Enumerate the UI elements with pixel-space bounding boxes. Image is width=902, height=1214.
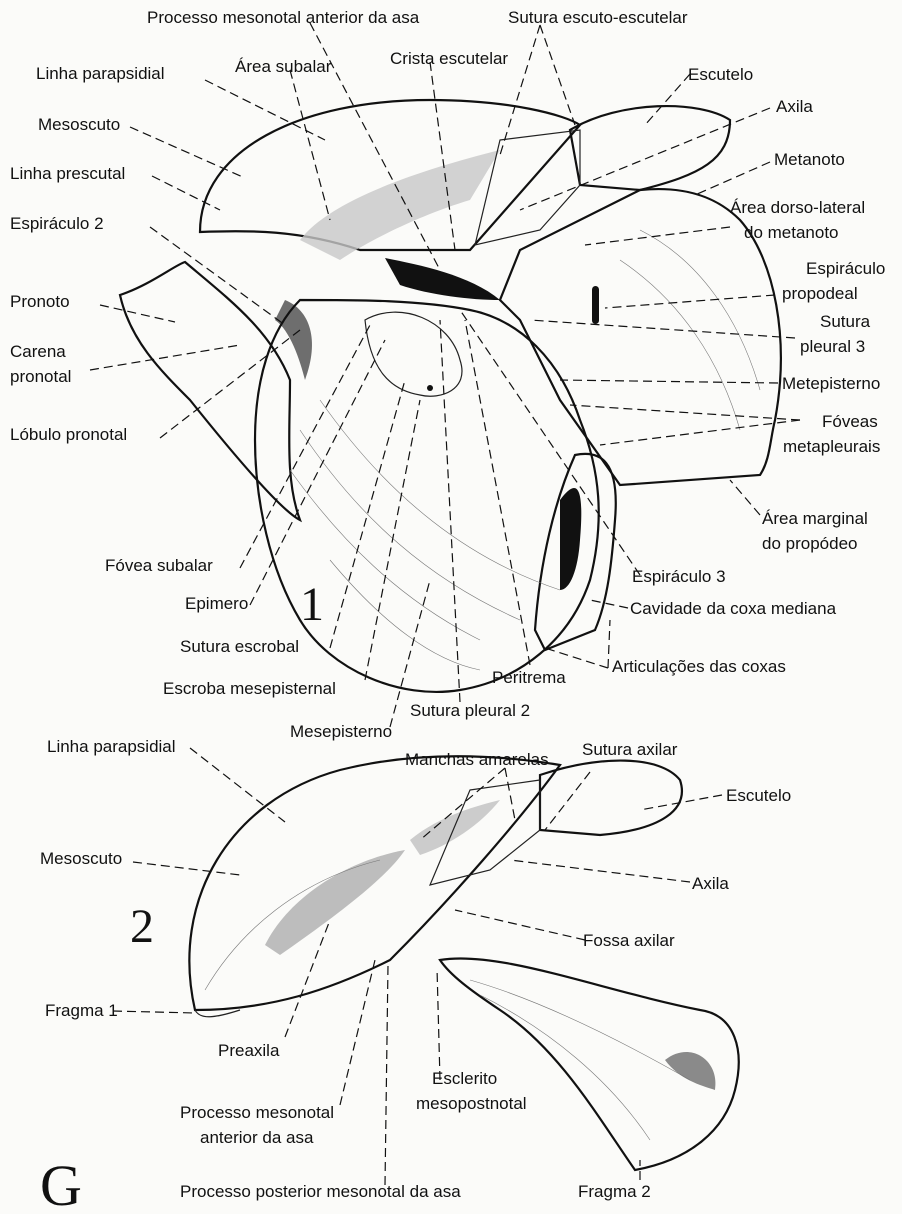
label-area-dorso-2: do metanoto xyxy=(744,223,839,242)
label-cavidade: Cavidade da coxa mediana xyxy=(630,599,837,618)
mesoscuto2-shape xyxy=(189,756,560,1010)
label2-esclerito-1: Esclerito xyxy=(432,1069,497,1088)
label2-proc-post: Processo posterior mesonotal da asa xyxy=(180,1182,461,1201)
label2-proc-ant-2: anterior da asa xyxy=(200,1128,314,1147)
label-axila: Axila xyxy=(776,97,813,116)
label-lobulo: Lóbulo pronotal xyxy=(10,425,127,444)
propodeum-shape xyxy=(500,189,781,485)
figure-1-labels: Processo mesonotal anterior da asa Sutur… xyxy=(10,8,885,741)
label-sutura-escrobal: Sutura escrobal xyxy=(180,637,299,656)
pronoto-shape xyxy=(120,262,300,520)
label-linha-parapsidial: Linha parapsidial xyxy=(36,64,165,83)
label-sutura-pleural3-1: Sutura xyxy=(820,312,871,331)
pronotal-lobe-dark xyxy=(275,300,312,380)
label-carena-2: pronotal xyxy=(10,367,71,386)
label-articulacoes: Articulações das coxas xyxy=(612,657,786,676)
label-espiraculo-2: Espiráculo 2 xyxy=(10,214,104,233)
label-area-subalar: Área subalar xyxy=(235,57,332,76)
coxa-cavity-black xyxy=(560,488,581,590)
label-foveas-2: metapleurais xyxy=(783,437,880,456)
label2-fragma1: Fragma 1 xyxy=(45,1001,118,1020)
label-pronoto: Pronoto xyxy=(10,292,70,311)
label2-manchas: Manchas amarelas xyxy=(405,750,549,769)
label-crista-escutelar: Crista escutelar xyxy=(390,49,508,68)
label2-esclerito-2: mesopostnotal xyxy=(416,1094,527,1113)
label2-sutura-axilar: Sutura axilar xyxy=(582,740,678,759)
label-peritrema: Peritrema xyxy=(492,668,566,687)
label2-mesoscuto: Mesoscuto xyxy=(40,849,122,868)
mesoscuto-inner-band xyxy=(300,150,500,260)
label-mesoscuto: Mesoscuto xyxy=(38,115,120,134)
label2-fossa-axilar: Fossa axilar xyxy=(583,931,675,950)
label-carena-1: Carena xyxy=(10,342,66,361)
label-area-marginal-1: Área marginal xyxy=(762,509,868,528)
label-metepisterno: Metepisterno xyxy=(782,374,880,393)
label-area-dorso-1: Área dorso-lateral xyxy=(730,198,865,217)
epimero-shape xyxy=(365,312,462,396)
label-epimero: Epimero xyxy=(185,594,248,613)
label-foveas-1: Fóveas xyxy=(822,412,878,431)
label-proc-mesonotal-ant: Processo mesonotal anterior da asa xyxy=(147,8,420,27)
label-escroba: Escroba mesepisternal xyxy=(163,679,336,698)
label-linha-prescutal: Linha prescutal xyxy=(10,164,125,183)
figure-1-number: 1 xyxy=(300,578,324,631)
label2-escutelo: Escutelo xyxy=(726,786,791,805)
label-fovea-subalar: Fóvea subalar xyxy=(105,556,213,575)
label2-axila: Axila xyxy=(692,874,729,893)
label2-fragma2: Fragma 2 xyxy=(578,1182,651,1201)
label2-preaxila: Preaxila xyxy=(218,1041,280,1060)
figure-1-leaders xyxy=(90,23,800,727)
label-espiraculo-prop-1: Espiráculo xyxy=(806,259,885,278)
label-area-marginal-2: do propódeo xyxy=(762,534,857,553)
crista-escutelar-dark xyxy=(385,258,500,300)
escutelo2-shape xyxy=(540,761,682,835)
plate-letter: G xyxy=(40,1153,82,1214)
label-sutura-pleural3-2: pleural 3 xyxy=(800,337,865,356)
mancha-amarela xyxy=(410,800,500,855)
label-escutelo: Escutelo xyxy=(688,65,753,84)
figure-2-labels: Linha parapsidial Manchas amarelas Sutur… xyxy=(40,737,791,1201)
label-mesepisterno: Mesepisterno xyxy=(290,722,392,741)
label2-proc-ant-1: Processo mesonotal xyxy=(180,1103,334,1122)
fragma2-dark xyxy=(665,1052,716,1090)
label-sutura-pleural2: Sutura pleural 2 xyxy=(410,701,530,720)
label-metanoto: Metanoto xyxy=(774,150,845,169)
label2-linha-parapsidial: Linha parapsidial xyxy=(47,737,176,756)
figure-2-number: 2 xyxy=(130,900,154,953)
espiraculo-propodeal-mark xyxy=(592,286,599,324)
label-espiraculo-prop-2: propodeal xyxy=(782,284,858,303)
label-espiraculo-3: Espiráculo 3 xyxy=(632,567,726,586)
label-sutura-escuto: Sutura escuto-escutelar xyxy=(508,8,688,27)
fovea-subalar-dot xyxy=(427,385,433,391)
